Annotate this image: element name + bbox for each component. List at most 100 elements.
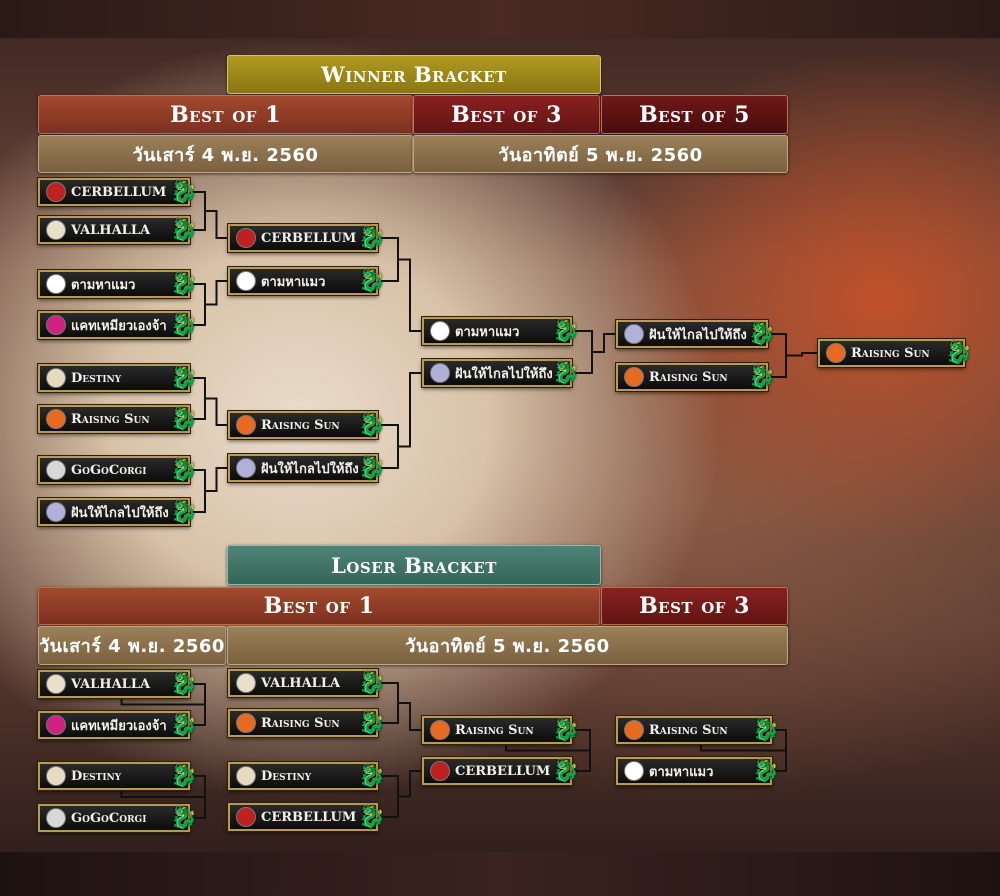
winner-round4-team-slot: ฝันให้ไกลไปให้ถึง🐉 (616, 320, 775, 348)
loser-best-of-1: Best of 1 (38, 587, 600, 625)
loser-round1-team-slot: แคทเหมียวเองจ้า🐉 (38, 711, 197, 739)
dragon-emblem-icon: 🐉 (170, 763, 198, 789)
winner-round3-team-slot: ตามหาแมว🐉 (422, 317, 579, 345)
team-name: Raising Sun (851, 345, 930, 361)
team-name: ตามหาแมว (455, 324, 520, 340)
dragon-emblem-icon: 🐉 (552, 717, 580, 743)
team-logo-icon (46, 502, 66, 522)
winner-round2-team-slot: Raising Sun 🐉 (228, 411, 385, 439)
team-logo-icon (46, 766, 66, 786)
dragon-emblem-icon: 🐉 (170, 712, 198, 738)
loser-date-sunday: วันอาทิตย์ 5 พ.ย. 2560 (227, 626, 788, 665)
team-name: GoGoCorgi (71, 810, 147, 826)
team-name: Raising Sun (71, 411, 150, 427)
team-name: CERBELLUM (261, 809, 357, 825)
team-logo-icon (46, 460, 66, 480)
team-logo-icon (46, 368, 66, 388)
dragon-emblem-icon: 🐉 (170, 671, 198, 697)
team-logo-icon (624, 367, 644, 387)
team-name: แคทเหมียวเองจ้า (71, 718, 167, 734)
team-logo-icon (46, 220, 66, 240)
loser-round1-team-slot: GoGoCorgi🐉 (38, 804, 197, 832)
winner-round1-team-slot: CERBELLUM🐉 (38, 178, 197, 206)
winner-bracket-title: Winner Bracket (227, 55, 601, 94)
team-logo-icon (46, 274, 66, 294)
team-logo-icon (826, 343, 846, 363)
loser-round1-team-slot: Destiny🐉 (38, 762, 197, 790)
winner-date-saturday: วันเสาร์ 4 พ.ย. 2560 (38, 135, 413, 173)
loser-round4-team-slot: ตามหาแมว🐉 (616, 757, 779, 785)
dragon-emblem-icon: 🐉 (358, 804, 386, 830)
dragon-emblem-icon: 🐉 (552, 360, 580, 386)
team-logo-icon (236, 766, 256, 786)
dragon-emblem-icon: 🐉 (748, 321, 776, 347)
loser-round1-team-slot: VALHALLA🐉 (38, 670, 197, 698)
loser-round2-team-slot: CERBELLUM🐉 (228, 803, 385, 831)
connector-line (190, 280, 228, 326)
winner-round2-team-slot: ตามหาแมว 🐉 (228, 267, 385, 295)
winner-round1-team-slot: Raising Sun 🐉 (38, 405, 197, 433)
loser-round3-team-slot: Raising Sun 🐉 (422, 716, 579, 744)
winner-round1-team-slot: แคทเหมียวเองจ้า🐉 (38, 311, 197, 339)
team-logo-icon (46, 315, 66, 335)
connector-line (768, 333, 818, 378)
team-name: ตามหาแมว (261, 274, 326, 290)
team-logo-icon (236, 415, 256, 435)
dragon-emblem-icon: 🐉 (170, 406, 198, 432)
team-name: Raising Sun (455, 722, 534, 738)
loser-round2-team-slot: Raising Sun🐉 (228, 709, 385, 737)
dragon-emblem-icon: 🐉 (358, 225, 386, 251)
team-logo-icon (236, 713, 256, 733)
dragon-emblem-icon: 🐉 (358, 670, 386, 696)
winner-round2-team-slot: ฝันให้ไกลไปให้ถึง🐉 (228, 454, 385, 482)
team-name: CERBELLUM (455, 763, 551, 779)
team-logo-icon (236, 458, 256, 478)
dragon-emblem-icon: 🐉 (170, 312, 198, 338)
dragon-emblem-icon: 🐉 (552, 758, 580, 784)
team-logo-icon (430, 720, 450, 740)
dragon-emblem-icon: 🐉 (358, 268, 386, 294)
team-name: ตามหาแมว (71, 277, 136, 293)
team-logo-icon (624, 761, 644, 781)
top-banner (0, 0, 1000, 38)
winner-round1-team-slot: GoGoCorgi🐉 (38, 456, 197, 484)
team-logo-icon (46, 674, 66, 694)
dragon-emblem-icon: 🐉 (170, 179, 198, 205)
winner-round1-team-slot: Destiny🐉 (38, 364, 197, 392)
team-logo-icon (430, 761, 450, 781)
loser-round3-team-slot: CERBELLUM🐉 (422, 757, 579, 785)
team-name: VALHALLA (261, 675, 341, 691)
connector-line (378, 770, 422, 818)
team-name: VALHALLA (71, 222, 151, 238)
team-name: Destiny (71, 370, 122, 386)
loser-round2-team-slot: Destiny🐉 (228, 762, 385, 790)
dragon-emblem-icon: 🐉 (170, 499, 198, 525)
team-name: ฝันให้ไกลไปให้ถึง (71, 505, 169, 521)
team-logo-icon (430, 321, 450, 341)
team-name: ฝันให้ไกลไปให้ถึง (261, 461, 358, 477)
winner-round2-team-slot: CERBELLUM🐉 (228, 224, 385, 252)
dragon-emblem-icon: 🐉 (358, 412, 386, 438)
team-logo-icon (624, 324, 644, 344)
connector-line (190, 191, 228, 239)
team-logo-icon (236, 673, 256, 693)
team-logo-icon (236, 271, 256, 291)
loser-round2-team-slot: VALHALLA 🐉 (228, 669, 385, 697)
team-logo-icon (46, 808, 66, 828)
team-name: CERBELLUM (71, 184, 167, 200)
dragon-emblem-icon: 🐉 (358, 763, 386, 789)
dragon-emblem-icon: 🐉 (358, 710, 386, 736)
team-name: แคทเหมียวเองจ้า (71, 318, 167, 334)
winner-best-of-5: Best of 5 (601, 95, 788, 134)
team-name: ตามหาแมว (649, 764, 714, 780)
team-logo-icon (46, 409, 66, 429)
team-name: Raising Sun (261, 417, 340, 433)
dragon-emblem-icon: 🐉 (170, 217, 198, 243)
team-logo-icon (430, 363, 450, 383)
winner-best-of-1: Best of 1 (38, 95, 413, 134)
loser-best-of-3: Best of 3 (601, 587, 788, 625)
winner-round1-team-slot: ฝันให้ไกลไปให้ถึง🐉 (38, 498, 197, 526)
winner-round3-team-slot: ฝันให้ไกลไปให้ถึง🐉 (422, 359, 579, 387)
team-logo-icon (236, 807, 256, 827)
